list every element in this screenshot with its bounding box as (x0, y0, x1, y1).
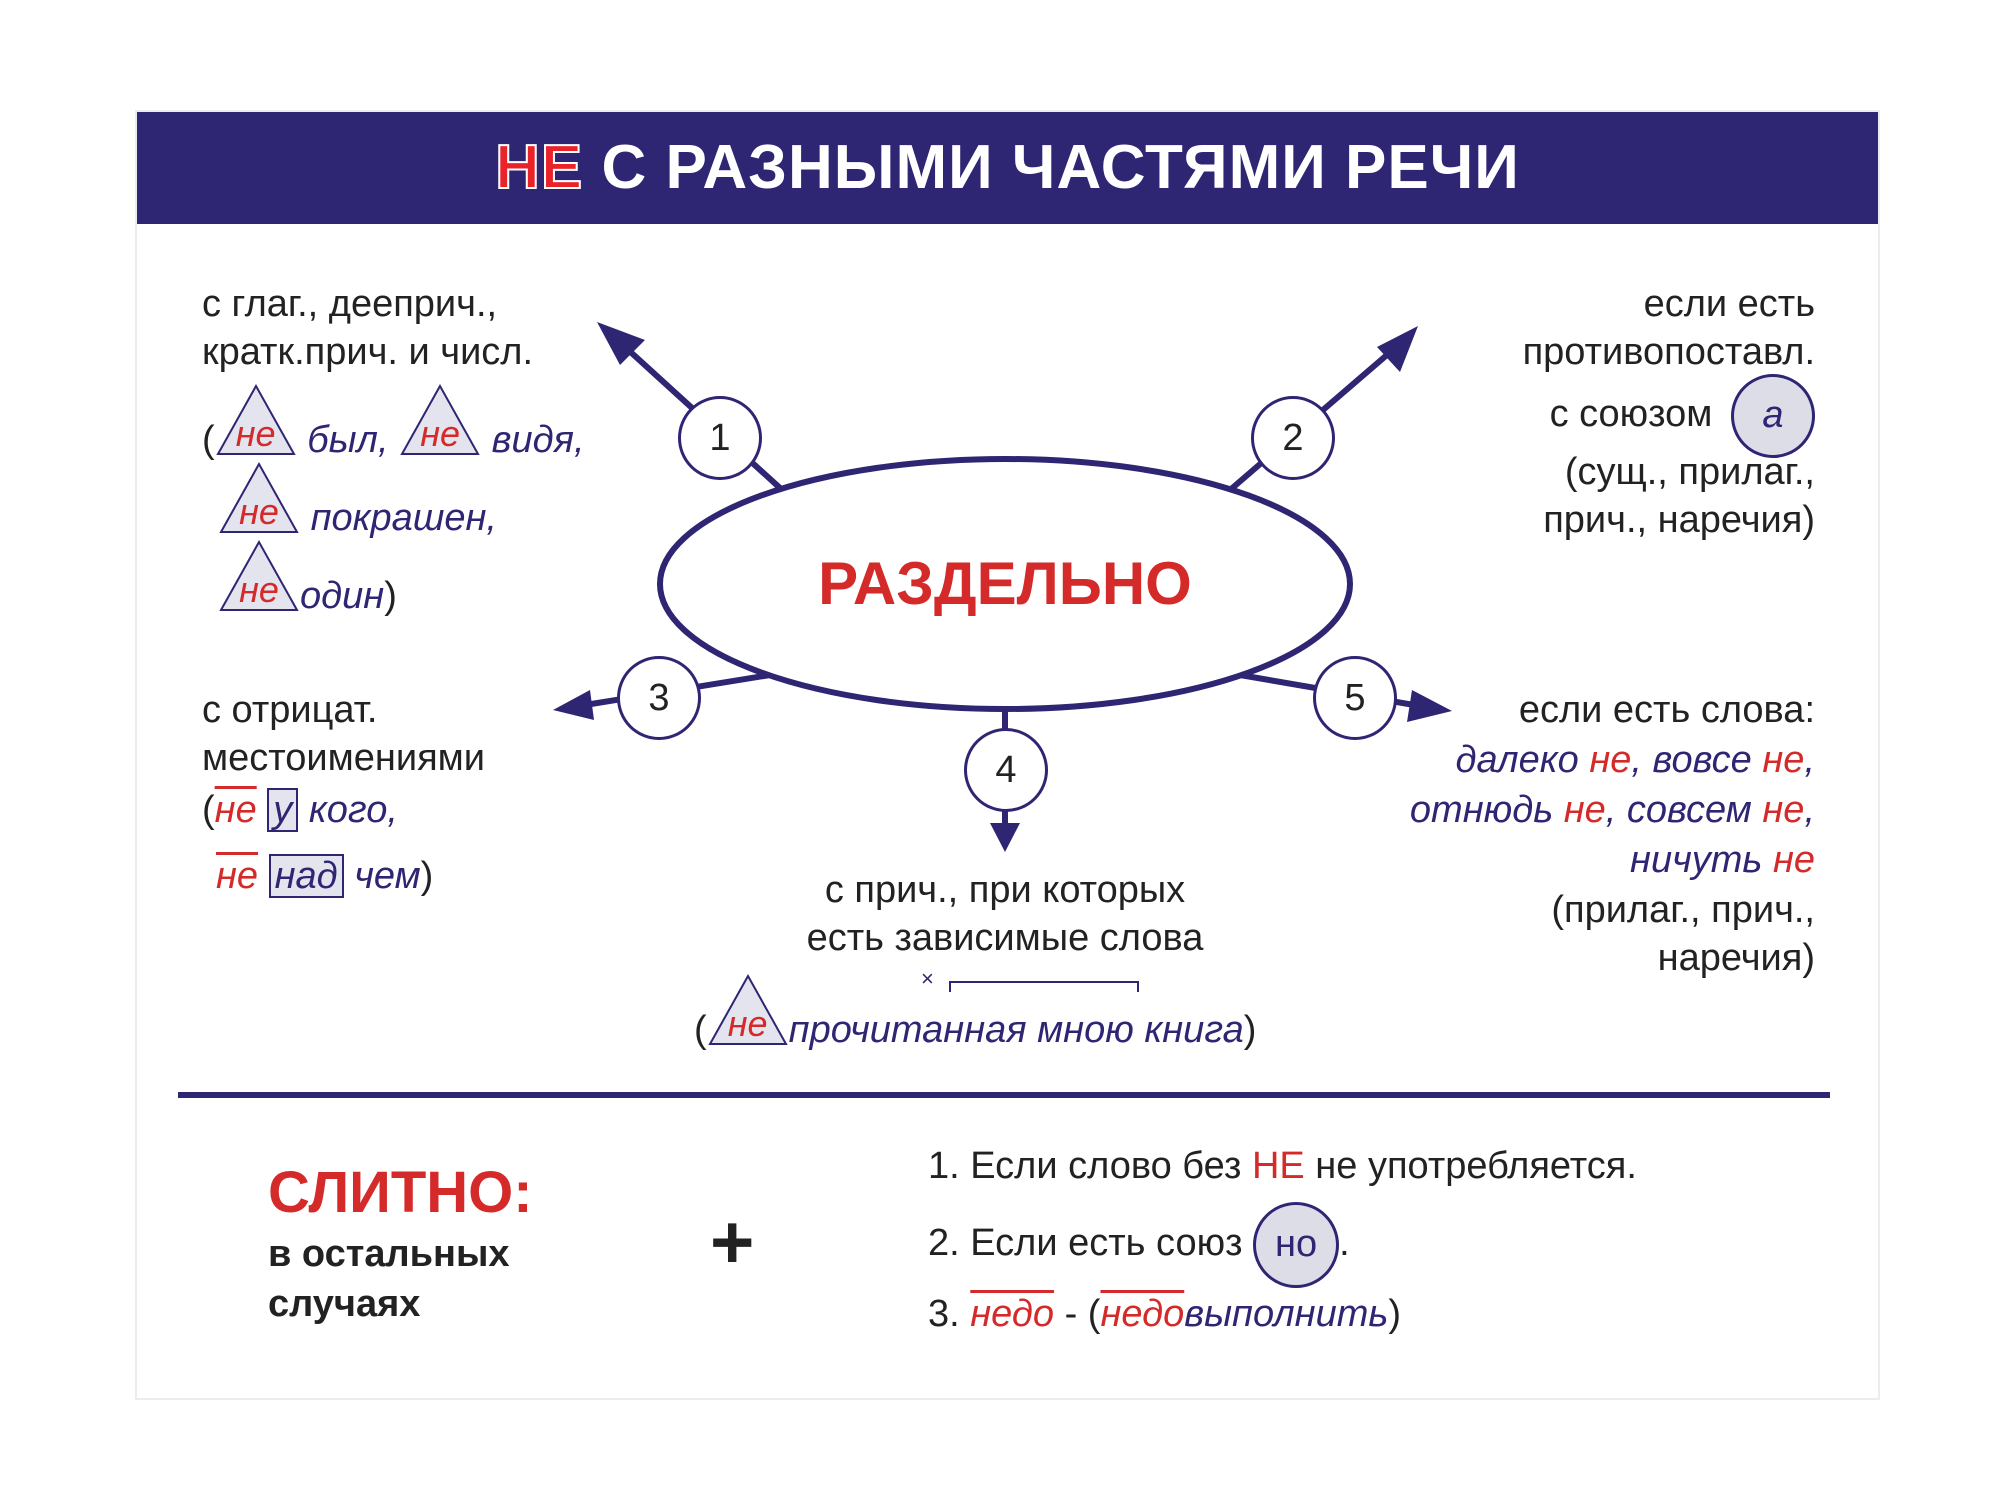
preposition-box: у (267, 788, 299, 832)
comma: , (1804, 739, 1815, 781)
rule3-examples-1: (не у кого, (202, 786, 398, 834)
rule1-examples-2: не покрашен, (218, 461, 497, 542)
rule5-line5: (прилаг., прич., (1551, 889, 1815, 931)
rule3-line1: с отрицат. (202, 689, 378, 731)
ne-prefix: не (420, 413, 461, 454)
rule4-close: ) (1243, 1009, 1257, 1051)
title-bar (137, 112, 1878, 224)
ne-particle: не (216, 855, 259, 897)
ne-particle: не (1762, 789, 1805, 831)
prefix-nedo: недо (970, 1293, 1055, 1335)
rule1-line2: кратк.прич. и числ. (202, 331, 534, 373)
ne-prefix: не (239, 569, 279, 610)
conj-a-badge: а (1731, 373, 1815, 458)
rule3-line2: местоимениями (202, 737, 485, 779)
plus-sign: + (710, 1200, 755, 1285)
rule4-w1: прочитанная мною книга (788, 1009, 1244, 1051)
dependency-bracket (949, 981, 1139, 992)
together-sub2: случаях (268, 1283, 421, 1325)
rule3-w2: чем (354, 855, 421, 897)
title-rest: С РАЗНЫМИ ЧАСТЯМИ РЕЧИ (583, 133, 1520, 202)
ne-triangle: не (399, 383, 481, 456)
adverb-sovsem: совсем (1626, 789, 1752, 831)
ne-particle: не (1762, 739, 1805, 781)
rule4-line1: с прич., при которых (824, 869, 1186, 911)
item3-dash: - ( (1054, 1293, 1101, 1335)
ne-triangle: не (218, 461, 300, 534)
rule5-line3: отнюдь не, совсем не, (1250, 786, 1815, 834)
node-2: 2 (1251, 396, 1335, 480)
ne-prefix: не (727, 1003, 768, 1044)
rule2-line3: с союзом (1549, 393, 1713, 435)
together-sub1: в остальных (268, 1233, 510, 1275)
together-title: СЛИТНО: (268, 1160, 533, 1225)
rule1-w1: был, (307, 419, 389, 461)
rule1-close: ) (384, 575, 397, 617)
page-title: НЕ С РАЗНЫМИ ЧАСТЯМИ РЕЧИ (137, 112, 1878, 224)
rule2-line1: если есть (1643, 283, 1815, 325)
together-item-3: 3. недо - (недовыполнить) (928, 1290, 1401, 1338)
adverb-nichut: ничуть (1630, 839, 1763, 881)
item2-post: . (1339, 1222, 1350, 1264)
ne-prefix: не (235, 413, 276, 454)
rule2-line3-row: с союзом а (1300, 372, 1815, 458)
item1-pre: 1. Если слово без (928, 1145, 1252, 1187)
comma: , (1605, 789, 1617, 831)
rule1-w3: покрашен, (310, 497, 497, 539)
preposition-box: над (268, 854, 344, 898)
node-1: 1 (678, 396, 762, 480)
rule2-line4: (сущ., прилаг., (1564, 451, 1815, 493)
item1-ne: НЕ (1251, 1145, 1305, 1187)
adverb-otnyud: отнюдь (1409, 789, 1554, 831)
item1-post: не употребляется. (1304, 1145, 1637, 1187)
comma: , (1804, 789, 1815, 831)
ne-triangle: не (707, 973, 789, 1046)
rule3-examples-2: не над чем) (216, 852, 433, 900)
rule4-example: ( не прочитанная мною книга) (694, 973, 1257, 1054)
ne-triangle: не (215, 383, 297, 456)
ne-particle: не (1589, 739, 1632, 781)
conj-no-badge: но (1253, 1201, 1340, 1288)
rule1-examples-1: ( не был, не видя, (202, 383, 585, 464)
word-prefix-nedo: недо (1100, 1293, 1185, 1335)
rule5-line2: далеко не, вовсе не, (1250, 736, 1815, 784)
rule2-line2: противопоставл. (1522, 331, 1815, 373)
rule1-open: ( (202, 419, 215, 461)
together-item-1: 1. Если слово без НЕ не употребляется. (928, 1142, 1637, 1190)
ne-prefix: не (239, 491, 279, 532)
rule1-w2: видя, (491, 419, 585, 461)
rule1-line1: с глаг., дееприч., (202, 283, 498, 325)
ne-particle: не (214, 789, 257, 831)
rule5-line6: наречия) (1657, 937, 1815, 979)
ne-particle: не (1772, 839, 1815, 881)
center-ellipse (657, 456, 1353, 712)
rule1-w4: один (300, 575, 385, 617)
ne-particle: не (1563, 789, 1606, 831)
comma: , (1631, 739, 1642, 781)
rule5-line4: ничуть не (1250, 836, 1815, 884)
node-5: 5 (1313, 656, 1397, 740)
item3-close: ) (1388, 1293, 1402, 1335)
item3-num: 3. (928, 1293, 960, 1335)
rule3-w1: кого, (308, 789, 398, 831)
center-label: РАЗДЕЛЬНО (818, 550, 1192, 617)
rule4-open: ( (694, 1009, 707, 1051)
adverb-vovse: вовсе (1652, 739, 1752, 781)
item2-pre: 2. Если есть союз (928, 1222, 1243, 1264)
title-ne: НЕ (494, 132, 584, 203)
rule5-line1: если есть слова: (1518, 689, 1815, 731)
ne-triangle: не (218, 539, 300, 612)
word-rest: выполнить (1184, 1293, 1389, 1335)
rule3-close: ) (420, 855, 434, 897)
rule2-line5: прич., наречия) (1543, 499, 1815, 541)
node-4: 4 (964, 728, 1048, 812)
rule3-open: ( (202, 789, 215, 831)
node-3: 3 (617, 656, 701, 740)
together-item-2: 2. Если есть союз но. (928, 1198, 1350, 1288)
rule4-line2: есть зависимые слова (806, 917, 1204, 959)
rule4-cross: × (921, 966, 934, 991)
adverb-daleko: далеко (1455, 739, 1579, 781)
